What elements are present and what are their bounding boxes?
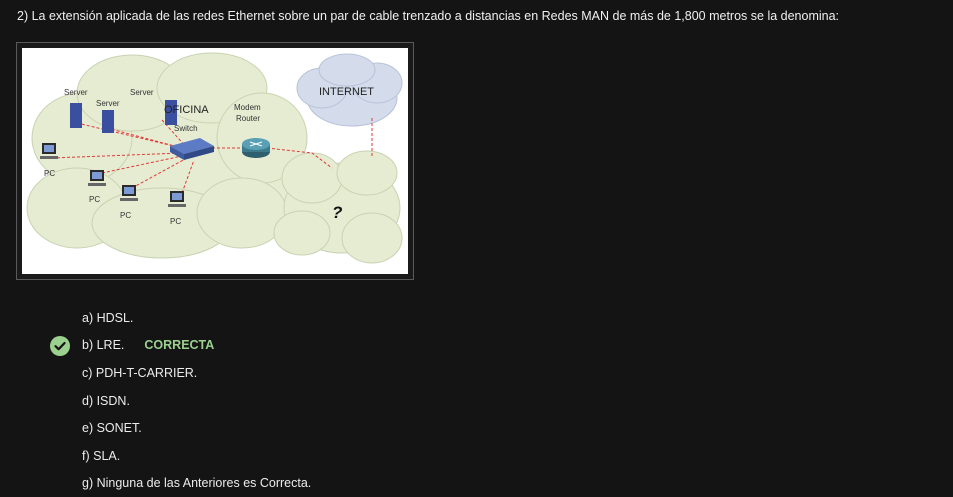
server-label-3: Server: [130, 88, 154, 97]
question-text: 2) La extensión aplicada de las redes Et…: [17, 9, 840, 23]
pc-label-4: PC: [170, 217, 181, 226]
unknown-cloud: [273, 150, 403, 264]
option-label: a) HDSL.: [82, 310, 134, 325]
server-label-2: Server: [96, 99, 120, 108]
switch-label: Switch: [174, 124, 198, 133]
option-label: c) PDH-T-CARRIER.: [82, 365, 198, 380]
unknown-network-label: ?: [332, 203, 343, 222]
office-label: OFICINA: [164, 104, 209, 116]
option-c[interactable]: c) PDH-T-CARRIER.: [82, 359, 311, 387]
option-label: d) ISDN.: [82, 393, 130, 408]
server-label-1: Server: [64, 88, 88, 97]
pc-label-3: PC: [120, 211, 131, 220]
option-b[interactable]: b) LRE. CORRECTA: [50, 332, 311, 360]
switch-icon: [170, 138, 214, 160]
answer-options: a) HDSL. b) LRE. CORRECTA c) PDH-T-CARRI…: [50, 304, 311, 497]
option-label: g) Ninguna de las Anteriores es Correcta…: [82, 476, 312, 491]
router-icon: [242, 138, 270, 158]
option-label: b) LRE.: [82, 338, 125, 353]
option-label: e) SONET.: [82, 421, 142, 436]
correct-badge: CORRECTA: [144, 338, 215, 353]
option-g[interactable]: g) Ninguna de las Anteriores es Correcta…: [82, 470, 311, 497]
office-cloud: [26, 52, 308, 259]
network-diagram-frame: Server Server Server OFICINA Switch Mode…: [16, 42, 414, 280]
option-f[interactable]: f) SLA.: [82, 442, 311, 470]
internet-label: INTERNET: [319, 86, 374, 98]
pc-icon: [40, 143, 186, 207]
pc-label-1: PC: [44, 169, 55, 178]
option-e[interactable]: e) SONET.: [82, 414, 311, 442]
modem-label: Modem: [234, 103, 261, 112]
option-a[interactable]: a) HDSL.: [82, 304, 311, 332]
server-icon: [70, 100, 177, 133]
option-label: f) SLA.: [82, 448, 121, 463]
network-diagram: Server Server Server OFICINA Switch Mode…: [22, 48, 408, 274]
internet-cloud: [296, 53, 403, 127]
router-label: Router: [236, 114, 260, 123]
check-circle-icon: [50, 335, 70, 356]
option-d[interactable]: d) ISDN.: [82, 387, 311, 415]
pc-label-2: PC: [89, 195, 100, 204]
